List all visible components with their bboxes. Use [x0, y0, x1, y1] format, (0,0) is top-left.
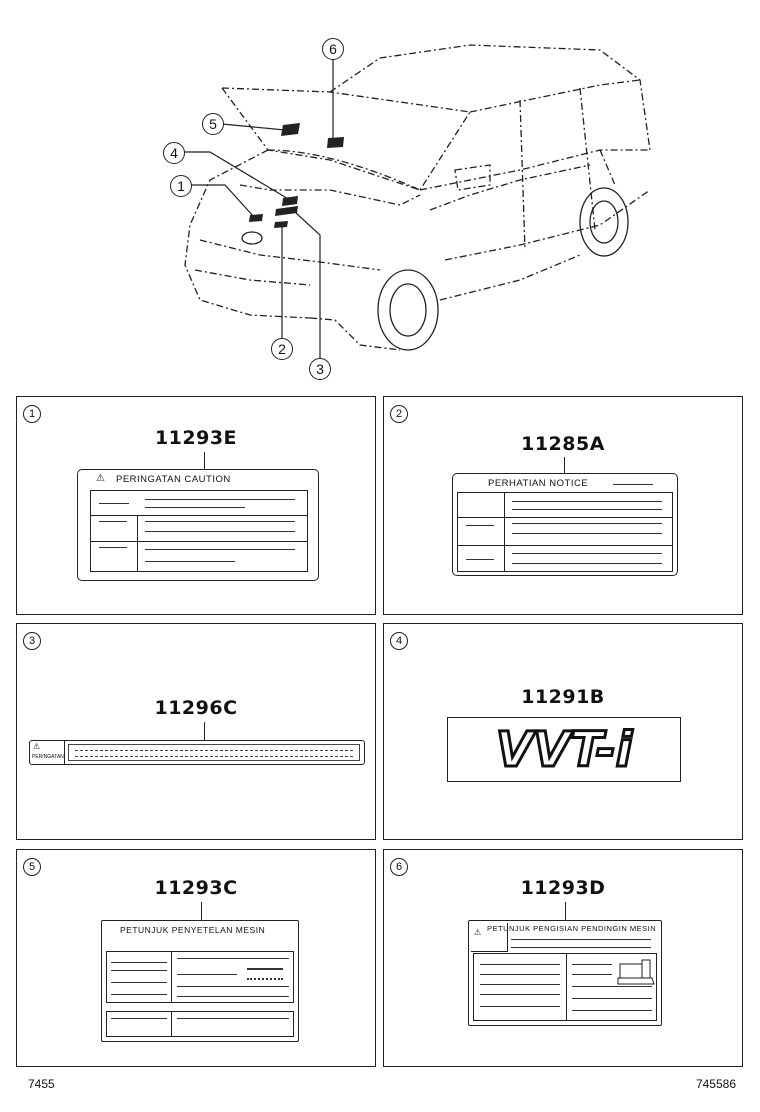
- vvti-emblem-label: VVT-i: [447, 717, 681, 782]
- engine-tuning-label: PETUNJUK PENYETELAN MESIN: [101, 920, 299, 1042]
- strip-label: ⚠ PERINGATAN: [29, 740, 365, 765]
- callout-3: 3: [309, 358, 331, 380]
- label-table: [473, 953, 657, 1021]
- side-text: PERINGATAN: [32, 754, 64, 760]
- car-outline-drawing: [184, 44, 651, 358]
- part-number: 11293C: [154, 877, 238, 899]
- callout-1: 1: [170, 175, 192, 197]
- panel-label-2: 2 11285A PERHATIAN NOTICE: [383, 396, 743, 615]
- warning-symbol-icon: ⚠: [474, 928, 482, 937]
- leader-line: [204, 452, 205, 470]
- warning-triangle-icon: ⚠: [96, 473, 105, 484]
- label-header: PERHATIAN NOTICE: [488, 478, 589, 489]
- scribble-mark: [247, 968, 283, 980]
- label-table: [90, 490, 308, 572]
- part-number: 11293E: [154, 427, 238, 449]
- notice-label: PERHATIAN NOTICE: [452, 473, 678, 576]
- panel-number: 6: [390, 858, 408, 876]
- label-corner-box: ⚠: [471, 923, 508, 952]
- panel-number: 4: [390, 632, 408, 650]
- part-number: 11293D: [520, 877, 606, 899]
- panel-label-1: 1 11293E ⚠ PERINGATAN CAUTION: [16, 396, 376, 615]
- radiator-cap-icon: [617, 959, 655, 985]
- coolant-fill-label: ⚠ PETUNJUK PENGISIAN PENDINGIN MESIN: [468, 920, 662, 1026]
- leader-line: [564, 457, 565, 473]
- callout-5: 5: [202, 113, 224, 135]
- warning-symbol-icon: ⚠: [33, 742, 41, 751]
- leader-line: [565, 902, 566, 920]
- panel-number: 2: [390, 405, 408, 423]
- callout-4: 4: [163, 142, 185, 164]
- panel-label-4: 4 11291B VVT-i: [383, 623, 743, 840]
- label-table: [106, 951, 294, 1003]
- panel-number: 1: [23, 405, 41, 423]
- panel-label-3: 3 11296C ⚠ PERINGATAN: [16, 623, 376, 840]
- label-header: PETUNJUK PENGISIAN PENDINGIN MESIN: [487, 924, 657, 933]
- part-number: 11296C: [154, 697, 238, 719]
- emblem-graphic: VVT-i: [494, 721, 634, 780]
- label-side-panel: ⚠ PERINGATAN: [30, 741, 65, 764]
- part-number: 11285A: [521, 433, 605, 455]
- footer-right-code: 745586: [695, 1077, 736, 1091]
- footer-left-code: 7455: [28, 1077, 55, 1091]
- part-number: 11291B: [521, 686, 605, 708]
- panel-label-5: 5 11293C PETUNJUK PENYETELAN MESIN: [16, 849, 376, 1067]
- panel-number: 3: [23, 632, 41, 650]
- panel-label-6: 6 11293D ⚠ PETUNJUK PENGISIAN PENDINGIN …: [383, 849, 743, 1067]
- leader-line: [201, 902, 202, 920]
- leader-line: [204, 722, 205, 740]
- caution-label: ⚠ PERINGATAN CAUTION: [77, 469, 319, 581]
- label-header: PETUNJUK PENYETELAN MESIN: [120, 925, 266, 935]
- label-table: [457, 492, 673, 572]
- callout-6: 6: [322, 38, 344, 60]
- panel-number: 5: [23, 858, 41, 876]
- callout-2: 2: [271, 338, 293, 360]
- label-header: PERINGATAN CAUTION: [116, 474, 231, 485]
- emblem-text: VVT-i: [496, 722, 633, 778]
- vehicle-illustration: 6 5 4 1 2 3: [0, 0, 760, 390]
- label-bottom-section: [106, 1011, 294, 1037]
